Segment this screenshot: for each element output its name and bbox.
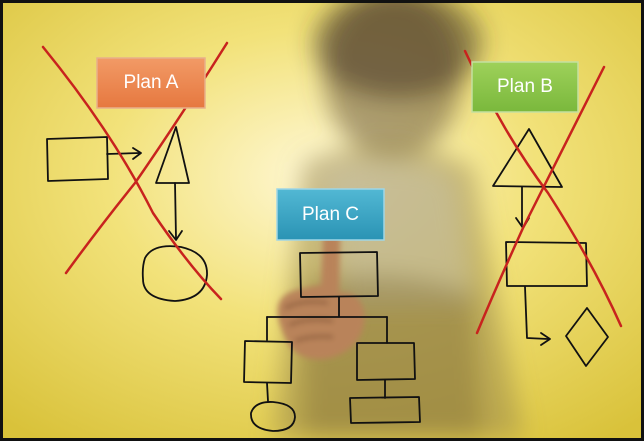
plan-b-label: Plan B	[497, 76, 553, 97]
plan-c-flowchart	[243, 251, 421, 432]
plan-a-label: Plan A	[123, 72, 179, 93]
plan-c-label: Plan C	[301, 203, 360, 225]
plan-c-box	[276, 188, 385, 241]
plan-b-box	[471, 61, 579, 113]
plan-a-box	[96, 57, 206, 109]
scene-illustration	[3, 3, 641, 438]
